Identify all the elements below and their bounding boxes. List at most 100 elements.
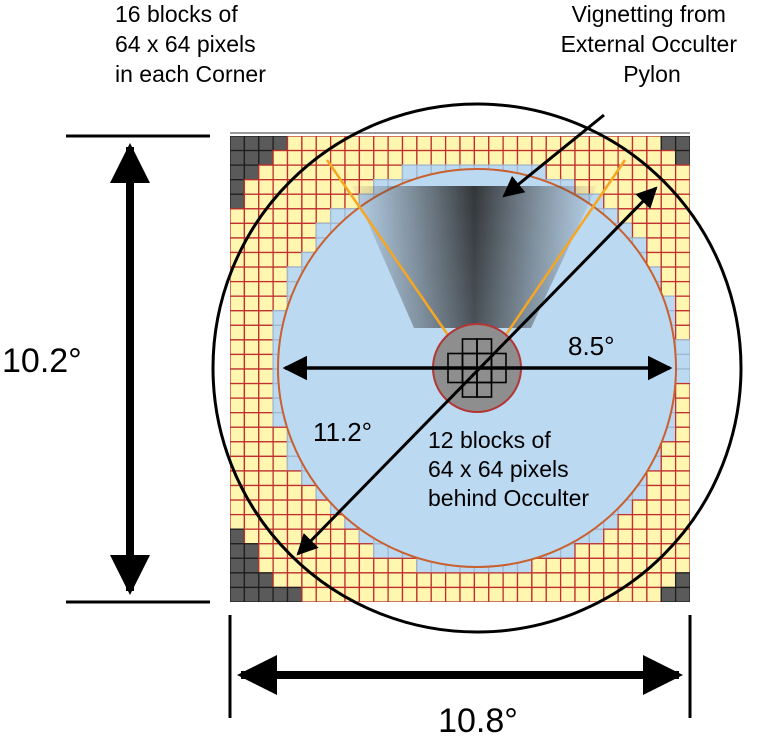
pixel-block bbox=[631, 499, 648, 516]
pixel-block bbox=[488, 149, 504, 166]
corner-block bbox=[660, 586, 677, 602]
pixel-block bbox=[243, 280, 260, 297]
pixel-block bbox=[674, 179, 690, 195]
pixel-block bbox=[230, 295, 246, 312]
pixel-block bbox=[230, 368, 246, 385]
pixel-block bbox=[674, 266, 690, 283]
pixel-block bbox=[646, 586, 662, 602]
corner-block bbox=[258, 572, 274, 589]
pixel-block bbox=[243, 470, 260, 487]
pixel-block bbox=[603, 572, 619, 589]
pixel-block bbox=[416, 586, 432, 602]
pixel-block bbox=[272, 557, 289, 574]
corner-block bbox=[660, 136, 677, 152]
pixel-block bbox=[502, 572, 519, 589]
pixel-block bbox=[329, 557, 346, 574]
pixel-block bbox=[516, 586, 533, 602]
pixel-block bbox=[660, 149, 677, 166]
pixel-block bbox=[272, 251, 289, 268]
pixel-block bbox=[315, 179, 332, 195]
pixel-block bbox=[401, 149, 418, 166]
pixel-block bbox=[258, 353, 274, 370]
pixel-block bbox=[660, 251, 677, 268]
pixel-block bbox=[559, 164, 576, 181]
pixel-block bbox=[243, 397, 260, 414]
corner-block bbox=[243, 543, 260, 559]
pixel-block bbox=[416, 572, 432, 589]
pixel-block bbox=[230, 339, 246, 356]
pixel-block bbox=[646, 149, 662, 166]
radius-dimension-label: 8.5° bbox=[568, 331, 615, 361]
pixel-block bbox=[286, 136, 303, 152]
pixel-block bbox=[444, 586, 461, 602]
pixel-block bbox=[674, 426, 690, 443]
pixel-block bbox=[272, 513, 289, 530]
pixel-block bbox=[286, 470, 303, 487]
pixel-block bbox=[545, 136, 562, 152]
pixel-block bbox=[488, 136, 504, 152]
corner-blocks-line-2: 64 x 64 pixels bbox=[115, 31, 256, 57]
corner-block bbox=[243, 586, 260, 602]
corner-block bbox=[230, 543, 246, 559]
pixel-block bbox=[674, 324, 690, 341]
edge-block bbox=[674, 368, 690, 385]
pixel-block bbox=[230, 280, 246, 297]
pixel-block bbox=[631, 528, 648, 545]
corner-block bbox=[243, 572, 260, 589]
pixel-block bbox=[286, 237, 303, 254]
pixel-block bbox=[373, 149, 389, 166]
pixel-block bbox=[545, 164, 562, 181]
pixel-block bbox=[258, 237, 274, 254]
pixel-block bbox=[631, 513, 648, 530]
corner-block bbox=[243, 557, 260, 574]
pixel-block bbox=[301, 484, 317, 501]
pixel-block bbox=[230, 310, 246, 326]
pixel-block bbox=[559, 149, 576, 166]
pixel-block bbox=[660, 193, 677, 210]
pixel-block bbox=[660, 557, 677, 574]
pixel-block bbox=[329, 543, 346, 559]
pixel-block bbox=[459, 136, 476, 152]
pixel-block bbox=[243, 513, 260, 530]
pixel-block bbox=[588, 149, 605, 166]
pixel-block bbox=[358, 149, 375, 166]
pixel-block bbox=[301, 136, 317, 152]
pixel-block bbox=[588, 572, 605, 589]
pixel-block bbox=[660, 266, 677, 283]
pixel-block bbox=[660, 280, 677, 297]
pixel-block bbox=[315, 208, 332, 225]
pixel-block bbox=[674, 222, 690, 239]
pixel-block bbox=[646, 572, 662, 589]
edge-block bbox=[674, 353, 690, 370]
pixel-block bbox=[358, 557, 375, 574]
pixel-block bbox=[502, 149, 519, 166]
pixel-block bbox=[660, 237, 677, 254]
pixel-block bbox=[358, 572, 375, 589]
pixel-block bbox=[258, 222, 274, 239]
pixel-block bbox=[387, 586, 404, 602]
pixel-block bbox=[488, 586, 504, 602]
pixel-block bbox=[286, 208, 303, 225]
pixel-block bbox=[286, 222, 303, 239]
pixel-block bbox=[588, 557, 605, 574]
corner-blocks-line-1: 16 blocks of bbox=[115, 1, 238, 27]
pixel-block bbox=[660, 208, 677, 225]
pixel-block bbox=[258, 251, 274, 268]
pixel-block bbox=[646, 470, 662, 487]
occulter-blocks-line-3: behind Occulter bbox=[428, 485, 589, 511]
pixel-block bbox=[243, 193, 260, 210]
pixel-block bbox=[329, 528, 346, 545]
pixel-block bbox=[574, 164, 591, 181]
field-of-view-circle bbox=[211, 102, 743, 634]
pixel-block bbox=[243, 455, 260, 472]
pixel-block bbox=[387, 164, 404, 181]
pixel-block bbox=[631, 222, 648, 239]
pixel-block bbox=[230, 426, 246, 443]
pixel-block bbox=[674, 470, 690, 487]
pixel-block bbox=[617, 179, 634, 195]
pixel-block bbox=[674, 237, 690, 254]
height-dimension-label: 10.2° bbox=[2, 342, 82, 380]
pixel-block bbox=[272, 149, 289, 166]
pixel-block bbox=[660, 528, 677, 545]
pixel-block bbox=[286, 572, 303, 589]
